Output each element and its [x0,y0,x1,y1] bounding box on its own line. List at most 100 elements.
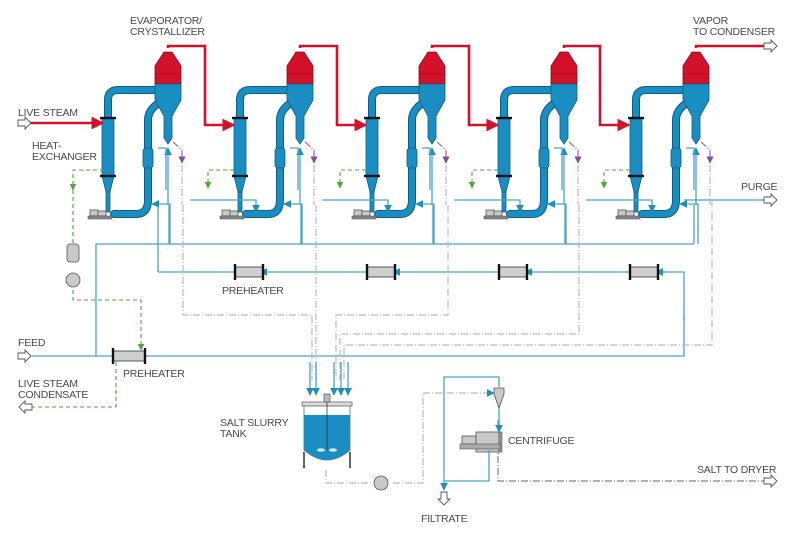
slurry-pump-icon [373,475,389,491]
transfer-line [586,199,656,213]
hx-top-return-pipe [501,87,561,121]
evaporator-label-line1: EVAPORATOR/ [130,15,202,27]
pump-motor [617,209,627,217]
evaporator-label-line2: CRYSTALLIZER [130,26,205,38]
circulation-downcomer [507,97,563,217]
separator-body [286,83,314,145]
salt-slurry-label-line1: SALT SLURRY [220,417,289,429]
heat-exchanger-body [629,117,643,177]
centrifuge-icon [459,431,503,453]
salt-slurry-tank [301,393,389,491]
slurry-outlet-arrow [172,141,186,164]
tank-outlet-line [325,470,373,484]
preheater-icon [365,264,397,280]
condensate-to-preheater [72,290,145,351]
vapor-label-line2: TO CONDENSER [693,26,776,38]
pump-coupling [361,210,371,217]
evaporator-effect-5 [586,51,714,244]
vapor-line-2 [298,44,368,132]
hx-top-return-pipe [105,87,165,121]
recirculation-inlet [547,200,567,244]
heat-exchanger-label-line1: HEAT- [32,140,62,152]
centrifuge-label: CENTRIFUGE [508,435,574,447]
strainer-bypass-line [158,147,167,190]
slurry-outlet-arrow [436,141,450,164]
vapor-outlet-icon [763,38,778,54]
slurry-lines [182,200,770,484]
evaporator-effect-4 [454,51,582,244]
condensate-pump-icon [65,272,81,288]
heat-exchanger-cone [365,175,379,193]
circulation-downcomer-outline [506,96,564,218]
condensate-drain [600,169,630,189]
heat-exchanger-outlet [237,191,243,213]
purge-outlet-icon [763,192,778,208]
vapor-line-4 [562,44,631,132]
separator-body [418,83,446,145]
separator-body [154,83,182,145]
hx-top-return-pipe [633,87,693,121]
heat-exchanger-outlet [633,191,639,213]
hx-top-return-pipe [237,87,297,121]
strainer-bypass-line [686,147,695,190]
centrifuge-filtrate-line [444,450,490,482]
slurry-outlet-arrow [304,141,318,164]
feed-label: FEED [18,337,46,349]
recirculation-inlet [283,200,303,244]
preheater-upper-label: PREHEATER [222,285,284,297]
filtrate-outlet-icon [436,491,452,506]
preheaters [111,264,660,364]
heat-exchanger-body [233,117,247,177]
heat-exchanger-cone [497,175,511,193]
heat-exchanger-outlet [105,191,111,213]
condensate-drain [204,169,234,189]
condensate-label-line2: CONDENSATE [18,389,88,401]
slurry-outlet-arrow [700,141,714,164]
evaporator-effect-1 [87,51,186,244]
circulation-downcomer [243,97,299,217]
evaporator-effect-3 [322,51,450,244]
separator-vapor-dome [154,51,182,85]
circulation-pump-icon [87,209,113,220]
heat-exchanger-cone [629,175,643,193]
heat-exchanger-cone [233,175,247,193]
feed-preheater-icon [111,348,147,364]
vapor-line-1 [166,44,236,132]
circulation-downcomer [111,97,167,217]
condensate-outlet-icon [18,399,33,415]
circulation-downcomer [375,97,431,217]
circulation-pump-icon [351,209,377,220]
feed-distribution-line [95,243,694,356]
preheater-lower-label: PREHEATER [123,368,185,380]
heat-exchanger-label-line2: EXCHANGER [32,151,97,163]
pump-base [351,215,377,220]
heat-exchanger-body [497,117,511,177]
separation-equipment [440,376,505,491]
pump-base [87,215,113,220]
strainer-bypass-line [290,147,299,190]
feed-inlet-icon [17,348,32,364]
separator-vapor-dome [550,51,578,85]
liquor-lines [32,199,764,357]
tank-inlet-arrows [306,362,352,396]
hydrocyclone-icon [493,387,505,410]
heat-exchanger-cone [101,175,115,193]
cyclone-overflow-line [443,376,500,387]
strainer-icon [406,147,418,169]
salt-outlet-icon [763,473,778,489]
circulation-downcomer-outline [242,96,300,218]
separator-body [550,83,578,145]
strainer-icon [274,147,286,169]
circulation-pump-icon [483,209,509,220]
pump-motor [353,209,363,217]
circulation-downcomer-outline [374,96,432,218]
heat-exchanger-body [365,117,379,177]
slurry-outlet-arrow [568,141,582,164]
preheater-icon [233,264,265,280]
pump-base [615,215,641,220]
preheater-line-5 [655,268,685,320]
slurry-return-3 [335,205,449,380]
strainer-bypass-line [554,147,563,190]
slurry-return-1 [182,205,313,380]
transfer-line [454,199,524,213]
